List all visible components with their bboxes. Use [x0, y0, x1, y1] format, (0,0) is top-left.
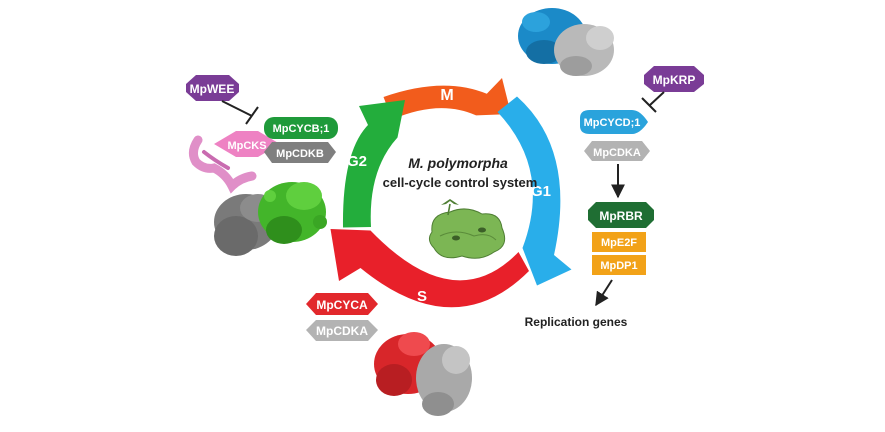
mpcycd1-label: MpCYCD;1: [584, 117, 641, 129]
mpcycb1-box: [264, 117, 338, 139]
mpcks-diamond: [214, 131, 280, 157]
mpkrp-label: MpKRP: [653, 73, 696, 87]
mpkrp-hexagon: [644, 66, 704, 92]
s-phase-arc: [330, 229, 529, 308]
mpkrp-inhibition-bar: [641, 97, 657, 113]
g2-phase-arc: [342, 100, 405, 228]
bottom-complex: MpCYCA MpCDKA: [306, 293, 472, 416]
mpcks-label: MpCKS: [227, 140, 266, 152]
mpwee-inhibition-bar: [245, 106, 259, 125]
mpkrp-inhibition-line: [649, 91, 665, 106]
left-complex: MpWEE MpCKS MpCYCB;1 MpCDKB: [186, 75, 338, 256]
center-title-italic: M. polymorpha: [408, 155, 508, 171]
mpdp1-box: [592, 255, 646, 275]
mpcdkb-label: MpCDKB: [276, 148, 324, 160]
right-complex: MpKRP MpCYCD;1 MpCDKA MpRBR MpE2F MpDP1 …: [518, 8, 704, 329]
mprbr-octagon: [588, 202, 654, 228]
phase-label-g1: G1: [531, 183, 551, 200]
mpwee-hexagon: [186, 75, 239, 101]
marchantia-thallus-illustration: [428, 199, 506, 259]
mpcycb1-label: MpCYCB;1: [273, 123, 330, 135]
mpcyca-hexagon: [306, 293, 378, 315]
mprbr-label: MpRBR: [599, 209, 643, 223]
phase-label-s: S: [417, 288, 427, 305]
g1-phase-arc: [497, 96, 572, 286]
m-phase-arc: [383, 78, 511, 120]
cell-cycle-ring: [330, 78, 572, 308]
mpe2f-label: MpE2F: [601, 237, 637, 249]
mpcdka-right-label: MpCDKA: [593, 147, 641, 159]
cdka-cyca-structure-illustration: [374, 332, 472, 416]
phase-label-m: M: [440, 87, 453, 104]
mpcyca-label: MpCYCA: [316, 298, 368, 312]
mpe2f-box: [592, 232, 646, 252]
center-title-rest: cell-cycle control system: [383, 175, 538, 190]
mpcdkb-hexagon: [264, 142, 336, 163]
mpcycd1-shape: [580, 110, 648, 134]
mpdp1-label: MpDP1: [600, 260, 637, 272]
mpcdka-right-hexagon: [584, 141, 650, 161]
mpwee-label: MpWEE: [190, 82, 235, 96]
cdka-cycd-structure-illustration: [518, 8, 614, 76]
e2f-to-genes-arrow: [595, 279, 613, 307]
replication-genes-label: Replication genes: [525, 315, 628, 329]
mpwee-inhibition-line: [221, 100, 253, 117]
cdkb-cyclin-structure-illustration: [188, 135, 327, 256]
mpcdka-bottom-label: MpCDKA: [316, 324, 368, 338]
phase-label-g2: G2: [347, 153, 367, 170]
mpcdka-bottom-hexagon: [306, 320, 378, 341]
